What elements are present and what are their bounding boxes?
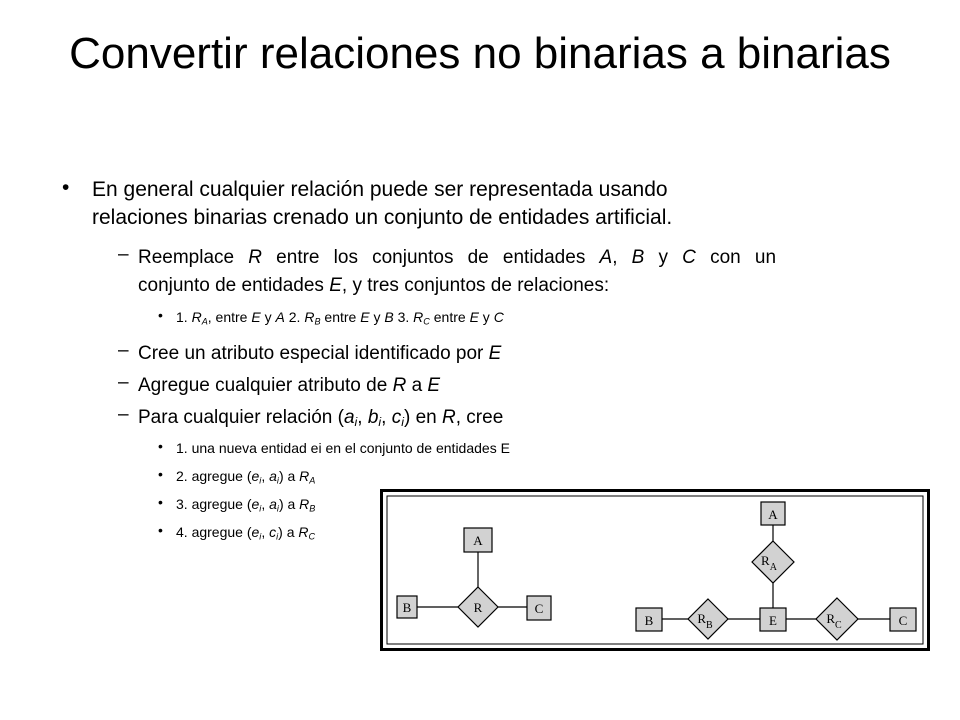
- intro-line-1: En general cualquier relación puede ser …: [92, 178, 668, 201]
- right-RC-base: R: [826, 611, 835, 626]
- left-entity-B-label: B: [403, 600, 412, 615]
- small-bullet: •: [158, 438, 163, 454]
- left-entity-A: [463, 527, 493, 553]
- for-each-line: Para cualquier relación (ai, bi, ci) en …: [138, 407, 504, 430]
- small-bullet: •: [158, 494, 163, 510]
- slide-title: Convertir relaciones no binarias a binar…: [69, 29, 891, 78]
- left-entity-B: [396, 595, 418, 619]
- right-entity-A: [760, 501, 786, 526]
- right-RA-sub: A: [770, 562, 778, 573]
- right-entity-C: [889, 607, 917, 632]
- right-RB-base: R: [697, 611, 706, 626]
- dash-bullet: –: [118, 244, 129, 265]
- right-entity-A-label: A: [768, 507, 778, 522]
- step-3: 3. agregue (ei, ai) a RB: [176, 496, 316, 514]
- step-4: 4. agregue (ei, ci) a RC: [176, 524, 316, 542]
- replace-line-1: Reemplace R entre los conjuntos de entid…: [138, 247, 777, 268]
- right-relationship-RA-label: RA: [761, 553, 778, 573]
- inner-frame: [386, 495, 924, 645]
- left-relationship-R-label: R: [474, 600, 483, 615]
- right-entity-E: [759, 607, 787, 632]
- step-2: 2. agregue (ei, ai) a RA: [176, 468, 316, 486]
- step-1: 1. una nueva entidad ei en el conjunto d…: [176, 440, 510, 456]
- dash-bullet: –: [118, 340, 129, 361]
- right-RC-sub: C: [835, 620, 842, 631]
- attr-add-line: Agregue cualquier atributo de R a E: [138, 375, 441, 396]
- left-entity-A-label: A: [473, 533, 483, 548]
- intro-line-2: relaciones binarias crenado un conjunto …: [92, 206, 673, 229]
- relations-line: 1. RA, entre E y A 2. RB entre E y B 3. …: [176, 309, 504, 327]
- right-relationship-RC: [815, 597, 859, 641]
- dash-bullet: –: [118, 404, 129, 425]
- dash-bullet: –: [118, 372, 129, 393]
- replace-line-2: conjunto de entidades E, y tres conjunto…: [138, 275, 610, 296]
- bullet-main: •: [62, 176, 70, 199]
- small-bullet: •: [158, 522, 163, 538]
- right-RA-base: R: [761, 553, 770, 568]
- left-entity-C-label: C: [535, 601, 544, 616]
- right-entity-B-label: B: [645, 613, 654, 628]
- right-RB-sub: B: [706, 620, 713, 631]
- small-bullet: •: [158, 307, 163, 323]
- right-relationship-RB-label: RB: [697, 611, 713, 631]
- er-diagram: A B C R A RA E B RB RC C: [380, 489, 930, 651]
- right-relationship-RB: [687, 598, 729, 640]
- right-entity-E-label: E: [769, 613, 777, 628]
- small-bullet: •: [158, 466, 163, 482]
- right-relationship-RC-label: RC: [826, 611, 842, 631]
- right-entity-C-label: C: [899, 613, 908, 628]
- left-entity-C: [526, 595, 552, 621]
- left-relationship-R: [457, 586, 499, 628]
- attr-id-line: Cree un atributo especial identificado p…: [138, 343, 502, 364]
- right-entity-B: [635, 607, 663, 632]
- right-relationship-RA: [751, 540, 795, 584]
